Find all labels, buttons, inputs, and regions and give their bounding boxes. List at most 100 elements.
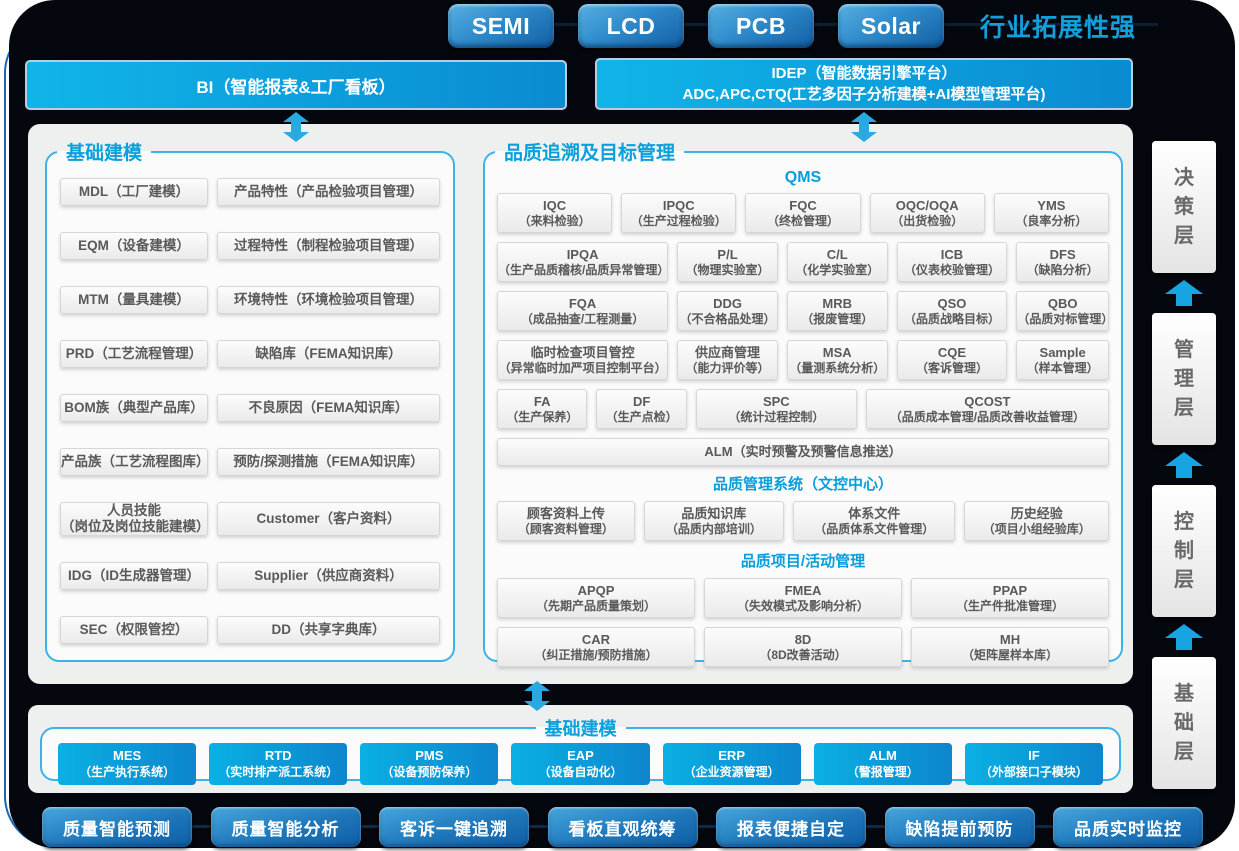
module-card[interactable]: FQA（成品抽查/工程测量） [497, 291, 669, 331]
module-card[interactable]: FA（生产保养） [497, 389, 588, 429]
up-arrow-icon [1164, 280, 1204, 306]
module-card[interactable]: MDL（工厂建模） [60, 178, 208, 206]
module-card[interactable]: 不良原因（FEMA知识库） [217, 394, 440, 422]
base-systems-row: MES（生产执行系统） RTD（实时排产派工系统） PMS（设备预防保养） EA… [42, 741, 1119, 795]
module-card-alm[interactable]: ALM（实时预警及预警信息推送） [497, 438, 1109, 466]
idep-banner-line2: ADC,APC,CTQ(工艺多因子分析建模+AI模型管理平台) [682, 86, 1046, 103]
tab-pcb[interactable]: PCB [708, 4, 814, 48]
tab-lcd[interactable]: LCD [578, 4, 684, 48]
system-card-eap[interactable]: EAP（设备自动化） [511, 743, 650, 785]
feature-button-complaint-trace[interactable]: 客诉一键追溯 [379, 807, 529, 847]
module-card[interactable]: 顾客资料上传（顾客资料管理） [497, 501, 635, 541]
module-card[interactable]: 历史经验（项目小组经验库） [964, 501, 1109, 541]
module-card[interactable]: PRD（工艺流程管理） [60, 340, 208, 368]
module-card[interactable]: P/L（物理实验室） [677, 242, 778, 282]
module-card[interactable]: 过程特性（制程检验项目管理） [217, 232, 440, 260]
module-card[interactable]: DF（生产点检） [596, 389, 687, 429]
module-card[interactable]: PPAP（生产件批准管理） [911, 578, 1109, 618]
module-card[interactable]: Sample（样本管理） [1016, 340, 1109, 380]
module-card[interactable]: MH（矩阵屋样本库） [911, 627, 1109, 667]
system-card-alm[interactable]: ALM（警报管理） [813, 743, 952, 785]
module-card[interactable]: 临时检查项目管控（异常临时加严项目控制平台） [497, 340, 669, 380]
qms-row-1: IQC（来料检验） IPQC（生产过程检验） FQC（终检管理） OQC/OQA… [497, 193, 1109, 233]
qms-row-3: FQA（成品抽查/工程测量） DDG（不合格品处理） MRB（报废管理） QSO… [497, 291, 1113, 331]
module-card[interactable]: FMEA（失效模式及影响分析） [704, 578, 902, 618]
module-card[interactable]: 环境特性（环境检验项目管理） [217, 286, 440, 314]
doc-center-subheader: 品质管理系统（文控中心） [712, 476, 893, 493]
module-card[interactable]: 供应商管理（能力评价等） [677, 340, 778, 380]
module-card[interactable]: SPC（统计过程控制） [695, 389, 857, 429]
module-card[interactable]: 体系文件（品质体系文件管理） [793, 501, 956, 541]
module-card[interactable]: QBO（品质对标管理） [1016, 291, 1113, 331]
layer-column: 决策层 管理层 控制层 基础层 [1151, 141, 1217, 789]
up-arrow-icon [1164, 452, 1204, 478]
module-card[interactable]: QCOST（品质成本管理/品质改善收益管理） [865, 389, 1109, 429]
feature-button-report-custom[interactable]: 报表便捷自定 [716, 807, 866, 847]
module-card[interactable]: CQE（客诉管理） [896, 340, 1008, 380]
main-panel: 基础建模 MDL（工厂建模） 产品特性（产品检验项目管理） EQM（设备建模） … [28, 124, 1133, 684]
feature-button-realtime-monitor[interactable]: 品质实时监控 [1053, 807, 1203, 847]
tab-solar[interactable]: Solar [838, 4, 944, 48]
module-card[interactable]: MTM（量具建模） [60, 286, 208, 314]
module-card[interactable]: QSO（品质战略目标） [896, 291, 1008, 331]
module-card[interactable]: 预防/探测措施（FEMA知识库） [217, 448, 440, 476]
qms-row-2: IPQA（生产品质稽核/品质异常管理） P/L（物理实验室） C/L（化学实验室… [497, 242, 1109, 282]
module-card[interactable]: SEC（权限管控） [60, 615, 208, 644]
system-card-pms[interactable]: PMS（设备预防保养） [360, 743, 499, 785]
module-card[interactable]: 缺陷库（FEMA知识库） [217, 340, 440, 368]
module-card[interactable]: APQP（先期产品质量策划） [497, 578, 695, 618]
feature-button-quality-prediction[interactable]: 质量智能预测 [42, 807, 192, 847]
layer-label-base: 基础层 [1152, 657, 1216, 789]
module-card[interactable]: Customer（客户资料） [217, 502, 440, 536]
quality-trace-body: QMS IQC（来料检验） IPQC（生产过程检验） FQC（终检管理） OQC… [485, 165, 1121, 682]
industry-tagline: 行业拓展性强 [980, 14, 1137, 42]
system-card-rtd[interactable]: RTD（实时排产派工系统） [209, 743, 348, 785]
bi-banner-label: BI（智能报表&工厂看板） [196, 77, 396, 97]
module-card[interactable]: 产品族（工艺流程图库） [60, 448, 210, 476]
module-card[interactable]: C/L（化学实验室） [786, 242, 888, 282]
module-card[interactable]: EQM（设备建模） [60, 232, 208, 260]
system-card-erp[interactable]: ERP（企业资源管理） [662, 743, 801, 785]
module-card[interactable]: DDG（不合格品处理） [677, 291, 778, 331]
system-card-mes[interactable]: MES（生产执行系统） [58, 743, 197, 785]
module-card[interactable]: Supplier（供应商资料） [217, 561, 440, 590]
double-arrow-icon [524, 681, 550, 711]
feature-button-quality-analysis[interactable]: 质量智能分析 [210, 807, 361, 847]
tab-semi[interactable]: SEMI [448, 4, 554, 48]
basic-modeling-section: 基础建模 MDL（工厂建模） 产品特性（产品检验项目管理） EQM（设备建模） … [45, 138, 455, 662]
module-card[interactable]: ICB（仪表校验管理） [896, 242, 1008, 282]
module-card[interactable]: IPQA（生产品质稽核/品质异常管理） [497, 242, 669, 282]
project-activity-subheader: 品质项目/活动管理 [740, 553, 866, 570]
module-card[interactable]: 产品特性（产品检验项目管理） [217, 178, 440, 206]
feature-button-defect-prevention[interactable]: 缺陷提前预防 [884, 807, 1035, 847]
basic-modeling-title: 基础建模 [66, 143, 143, 164]
idep-banner: IDEP（智能数据引擎平台） ADC,APC,CTQ(工艺多因子分析建模+AI模… [595, 58, 1133, 110]
module-card[interactable]: MRB（报废管理） [786, 291, 888, 331]
module-card[interactable]: MSA（量测系统分析） [786, 340, 888, 380]
module-card[interactable]: 品质知识库（品质内部培训） [643, 501, 785, 541]
doc-center-row: 顾客资料上传（顾客资料管理） 品质知识库（品质内部培训） 体系文件（品质体系文件… [497, 501, 1109, 541]
module-card[interactable]: IDG（ID生成器管理） [60, 561, 208, 590]
feature-button-row: 质量智能预测 质量智能分析 客诉一键追溯 看板直观统筹 报表便捷自定 缺陷提前预… [42, 806, 1203, 848]
feature-button-dashboard-overview[interactable]: 看板直观统筹 [547, 807, 698, 847]
module-card[interactable]: DD（共享字典库） [217, 615, 440, 644]
module-card[interactable]: IPQC（生产过程检验） [621, 193, 737, 233]
quality-trace-title: 品质追溯及目标管理 [504, 143, 676, 164]
module-card[interactable]: 8D（8D改善活动） [704, 627, 902, 667]
module-card[interactable]: OQC/OQA（出货检验） [869, 193, 985, 233]
module-card[interactable]: CAR（纠正措施/预防措施） [497, 627, 695, 667]
basic-modeling-grid: MDL（工厂建模） 产品特性（产品检验项目管理） EQM（设备建模） 过程特性（… [47, 165, 453, 654]
project-row-2: CAR（纠正措施/预防措施） 8D（8D改善活动） MH（矩阵屋样本库） [497, 627, 1109, 667]
module-card[interactable]: BOM族（典型产品库） [60, 394, 208, 422]
bi-banner: BI（智能报表&工厂看板） [25, 60, 567, 110]
quality-trace-section: 品质追溯及目标管理 QMS IQC（来料检验） IPQC（生产过程检验） FQC… [483, 138, 1123, 667]
system-card-if[interactable]: IF（外部接口子模块） [964, 743, 1103, 785]
module-card[interactable]: IQC（来料检验） [497, 193, 613, 233]
module-card[interactable]: 人员技能 （岗位及岗位技能建模） [60, 502, 210, 536]
module-card[interactable]: FQC（终检管理） [745, 193, 861, 233]
module-card[interactable]: DFS（缺陷分析） [1016, 242, 1109, 282]
module-card[interactable]: YMS（良率分析） [993, 193, 1109, 233]
double-arrow-icon [283, 112, 309, 142]
base-systems-title: 基础建模 [544, 719, 617, 739]
